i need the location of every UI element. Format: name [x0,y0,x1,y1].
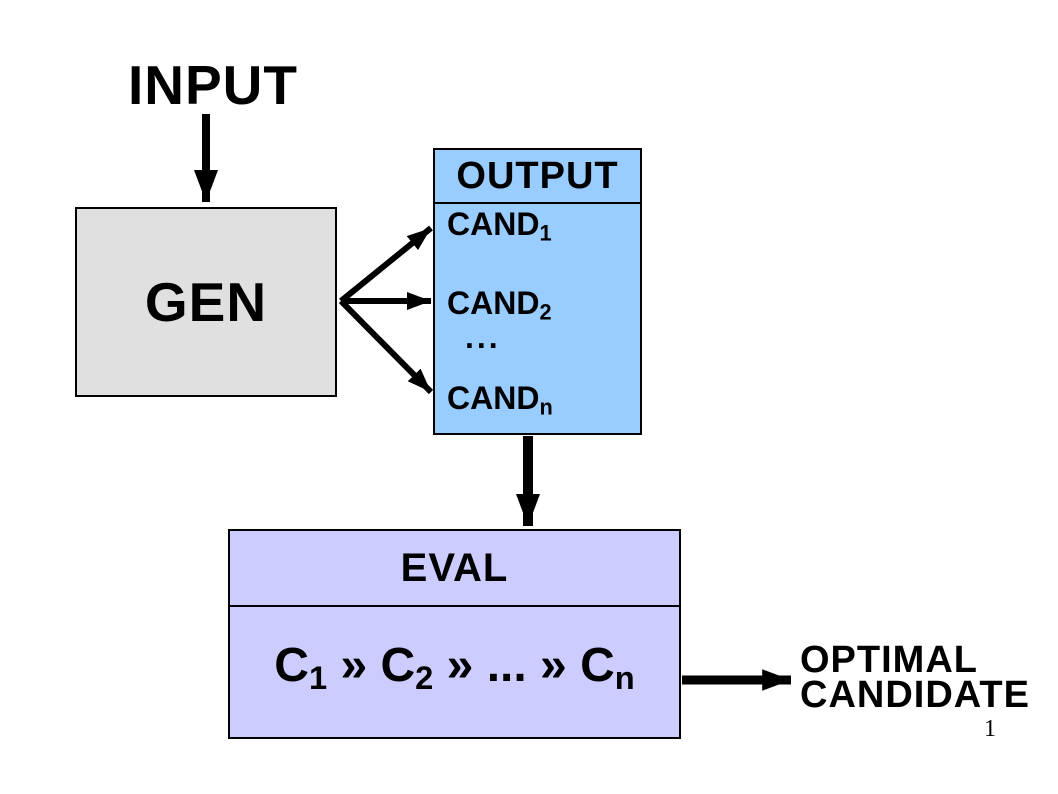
gen-box: GEN [75,207,337,397]
input-label: INPUT [128,54,298,116]
text-part: Cn [580,638,635,696]
text-part: » [327,638,381,692]
arrow-gen-to-candn [338,298,434,395]
optimal-candidate-line1: OPTIMAL [800,639,978,681]
optimal-candidate-label: OPTIMAL CANDIDATE [800,639,1030,716]
optimal-candidate-line2: CANDIDATE [800,674,1030,716]
text-part: CANDn [447,380,553,420]
text-part: C2 [380,638,434,696]
arrow-gen-to-cand1 [339,225,433,304]
output-title: OUTPUT [435,150,640,204]
text-part: CAND2 [447,285,552,325]
eval-box: EVAL C1 » C2 » ... » Cn [228,529,681,739]
text-part: CAND1 [447,206,552,246]
eval-title: EVAL [230,531,679,607]
text-part: ... [465,319,501,355]
text-part: C1 [274,638,328,696]
page-number: 1 [984,716,996,742]
constraint-ranking: C1 » C2 » ... » Cn [230,607,679,737]
text-part: » ... » [433,638,581,692]
gen-label: GEN [144,271,268,333]
